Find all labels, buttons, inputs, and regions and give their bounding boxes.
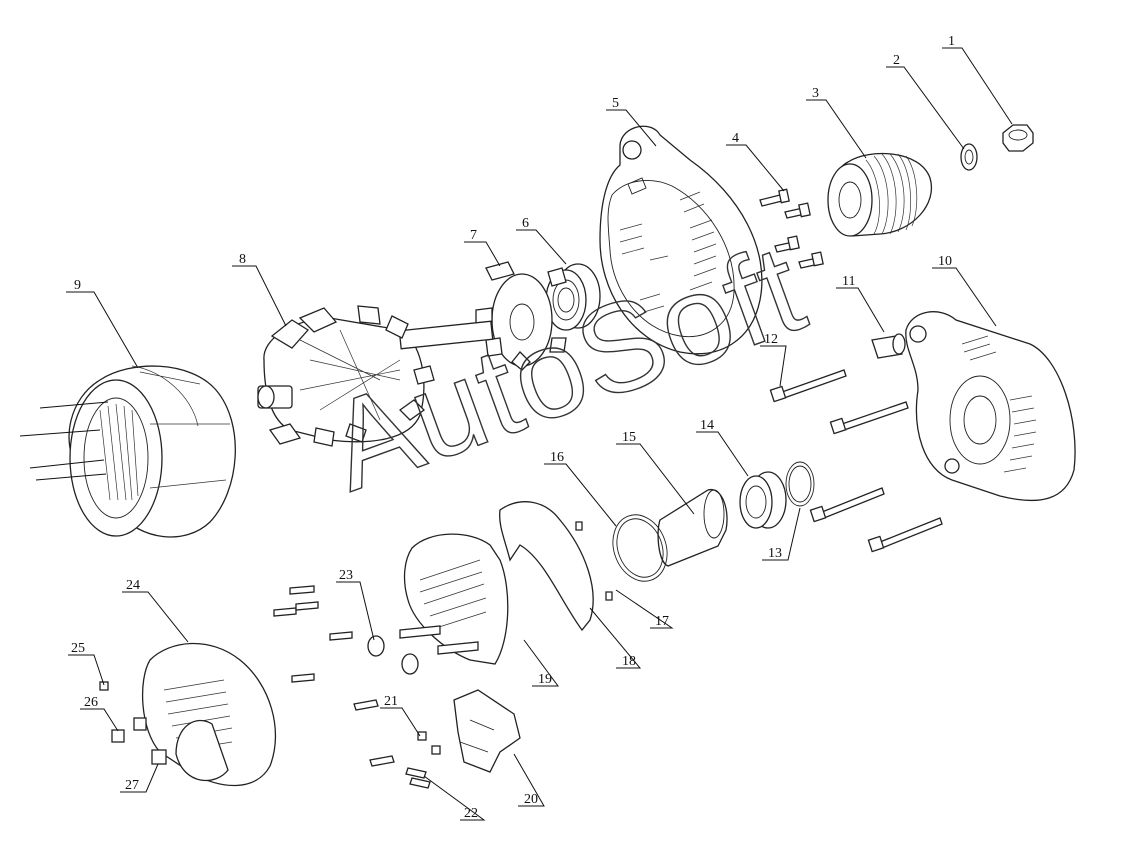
part-27-nut bbox=[151, 749, 167, 765]
part-9-stator bbox=[19, 365, 236, 538]
callout-9: 9 bbox=[74, 278, 81, 293]
part-4-bolts bbox=[759, 188, 824, 269]
callout-15: 15 bbox=[622, 430, 636, 445]
callout-2: 2 bbox=[893, 53, 900, 68]
callout-8: 8 bbox=[239, 252, 246, 267]
callout-7: 7 bbox=[470, 228, 477, 243]
callout-4: 4 bbox=[732, 131, 739, 146]
callout-24: 24 bbox=[126, 578, 140, 593]
callout-23: 23 bbox=[339, 568, 353, 583]
callout-20: 20 bbox=[524, 792, 538, 807]
part-1-nut bbox=[1002, 124, 1034, 152]
part-26-nuts bbox=[111, 717, 147, 743]
callout-21: 21 bbox=[384, 694, 398, 709]
part-5-front-housing bbox=[599, 125, 763, 355]
part-19-rectifier bbox=[399, 533, 509, 665]
part-2-washer bbox=[960, 143, 978, 171]
part-13-ring bbox=[785, 461, 815, 507]
callout-27: 27 bbox=[125, 778, 139, 793]
callout-10: 10 bbox=[938, 254, 952, 269]
part-24-rear-cover bbox=[142, 642, 277, 787]
part-15-cap bbox=[657, 489, 728, 567]
callout-26: 26 bbox=[84, 695, 98, 710]
watermark: AutoSoft bbox=[311, 217, 821, 518]
part-21-nuts bbox=[417, 731, 441, 755]
part-8-rotor bbox=[257, 305, 494, 447]
callout-3: 3 bbox=[812, 86, 819, 101]
leader-lines bbox=[66, 47, 1013, 821]
part-20-regulator bbox=[453, 689, 521, 773]
part-25-screw bbox=[99, 681, 109, 691]
callout-6: 6 bbox=[522, 216, 529, 231]
callout-12: 12 bbox=[764, 332, 778, 347]
callout-22: 22 bbox=[464, 806, 478, 821]
callout-1: 1 bbox=[948, 34, 955, 49]
part-18-gasket bbox=[499, 501, 594, 632]
callout-17: 17 bbox=[655, 614, 669, 629]
callout-19: 19 bbox=[538, 672, 552, 687]
callout-13: 13 bbox=[768, 546, 782, 561]
callout-18: 18 bbox=[622, 654, 636, 669]
callout-14: 14 bbox=[700, 418, 714, 433]
part-10-rear-housing bbox=[905, 311, 1076, 502]
part-22-screws bbox=[353, 699, 431, 789]
callout-11: 11 bbox=[842, 274, 855, 289]
part-14-bearing bbox=[739, 471, 787, 529]
callout-5: 5 bbox=[612, 96, 619, 111]
callout-labels: 1 2 3 4 5 6 7 8 9 10 11 12 13 14 15 16 1… bbox=[71, 34, 955, 821]
part-16-seal bbox=[612, 514, 668, 582]
callout-16: 16 bbox=[550, 450, 564, 465]
part-23-bushings bbox=[273, 585, 419, 683]
part-11-bushing bbox=[871, 333, 906, 359]
part-7-fan bbox=[475, 261, 567, 371]
part-12-long-bolts bbox=[769, 369, 943, 553]
callout-25: 25 bbox=[71, 641, 85, 656]
part-3-pulley bbox=[827, 152, 933, 237]
